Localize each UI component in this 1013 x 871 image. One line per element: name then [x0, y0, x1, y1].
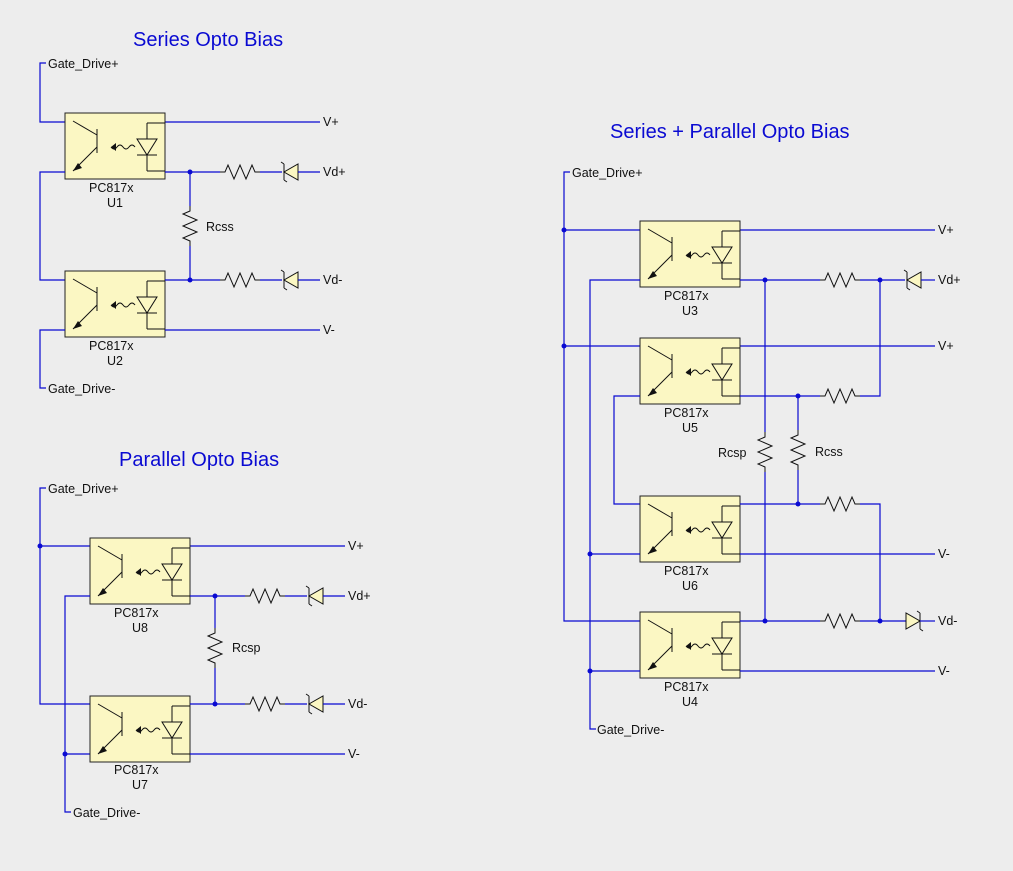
series-opto-bias: Series Opto Bias Gate_Drive+ V+ PC817x U… — [39, 29, 346, 396]
part-type-u2: PC817x — [89, 339, 134, 353]
series-parallel-title: Series + Parallel Opto Bias — [610, 121, 850, 143]
net-label-vplus: V+ — [348, 539, 364, 553]
resistor-label-rcsp: Rcsp — [232, 641, 261, 655]
optocoupler-u3 — [639, 220, 741, 288]
parallel-title: Parallel Opto Bias — [119, 449, 279, 471]
parallel-opto-bias: Parallel Opto Bias Gate_Drive+ V+ PC817x… — [37, 449, 371, 820]
net-label-gate-drive-neg: Gate_Drive- — [48, 382, 115, 396]
part-type-u7: PC817x — [114, 763, 159, 777]
net-label-vdplus: Vd+ — [938, 273, 961, 287]
diode-vdplus — [903, 269, 922, 291]
part-type-u6: PC817x — [664, 564, 709, 578]
optocoupler-u7 — [89, 695, 191, 763]
resistor-label-rcsp: Rcsp — [718, 446, 747, 460]
optocoupler-u1 — [64, 112, 166, 180]
resistor-label-rcss: Rcss — [815, 445, 843, 459]
resistor-parallel-bottom — [244, 696, 286, 712]
net-label-vminus: V- — [938, 664, 950, 678]
optocoupler-u4 — [639, 611, 741, 679]
resistor-label-rcss: Rcss — [206, 220, 234, 234]
net-label-gate-drive-pos: Gate_Drive+ — [572, 166, 643, 180]
net-label-vminus: V- — [348, 747, 360, 761]
diode-vdminus — [280, 269, 299, 291]
net-label-vdminus: Vd- — [938, 614, 957, 628]
resistor-rcsp — [207, 627, 223, 669]
part-type-u3: PC817x — [664, 289, 709, 303]
diode-vdplus — [280, 161, 299, 183]
net-label-gate-drive-pos: Gate_Drive+ — [48, 57, 119, 71]
net-label-vdplus: Vd+ — [348, 589, 371, 603]
part-ref-u8: U8 — [132, 621, 148, 635]
resistor-parallel-top — [244, 588, 286, 604]
resistor-u5-branch — [819, 388, 861, 404]
optocoupler-u2 — [64, 270, 166, 338]
part-type-u4: PC817x — [664, 680, 709, 694]
resistor-top-branch — [819, 272, 861, 288]
net-label-vminus: V- — [938, 547, 950, 561]
part-ref-u4: U4 — [682, 695, 698, 709]
resistor-series-bottom — [219, 272, 261, 288]
part-ref-u6: U6 — [682, 579, 698, 593]
net-label-vplus: V+ — [323, 115, 339, 129]
part-ref-u5: U5 — [682, 421, 698, 435]
resistor-bottom-branch — [819, 613, 861, 629]
resistor-series-top — [219, 164, 261, 180]
optocoupler-u8 — [89, 537, 191, 605]
part-type-u8: PC817x — [114, 606, 159, 620]
net-label-gate-drive-pos: Gate_Drive+ — [48, 482, 119, 496]
resistor-u6-branch — [819, 496, 861, 512]
net-label-vplus: V+ — [938, 223, 954, 237]
resistor-rcsp — [757, 431, 773, 473]
series-title: Series Opto Bias — [133, 29, 283, 51]
diode-vdplus — [305, 585, 324, 607]
part-ref-u7: U7 — [132, 778, 148, 792]
part-ref-u3: U3 — [682, 304, 698, 318]
net-label-vdminus: Vd- — [323, 273, 342, 287]
net-label-vdplus: Vd+ — [323, 165, 346, 179]
resistor-rcss — [790, 429, 806, 471]
optocoupler-u5 — [639, 337, 741, 405]
part-type-u5: PC817x — [664, 406, 709, 420]
resistor-rcss — [182, 205, 198, 247]
part-ref-u1: U1 — [107, 196, 123, 210]
net-label-vminus: V- — [323, 323, 335, 337]
net-label-vplus: V+ — [938, 339, 954, 353]
net-label-gate-drive-neg: Gate_Drive- — [73, 806, 140, 820]
part-ref-u2: U2 — [107, 354, 123, 368]
net-label-gate-drive-neg: Gate_Drive- — [597, 723, 664, 737]
diode-vdminus — [305, 693, 324, 715]
part-type-u1: PC817x — [89, 181, 134, 195]
optocoupler-u6 — [639, 495, 741, 563]
net-label-vdminus: Vd- — [348, 697, 367, 711]
series-parallel-opto-bias: Series + Parallel Opto Bias Gate_Drive+ … — [561, 121, 961, 737]
